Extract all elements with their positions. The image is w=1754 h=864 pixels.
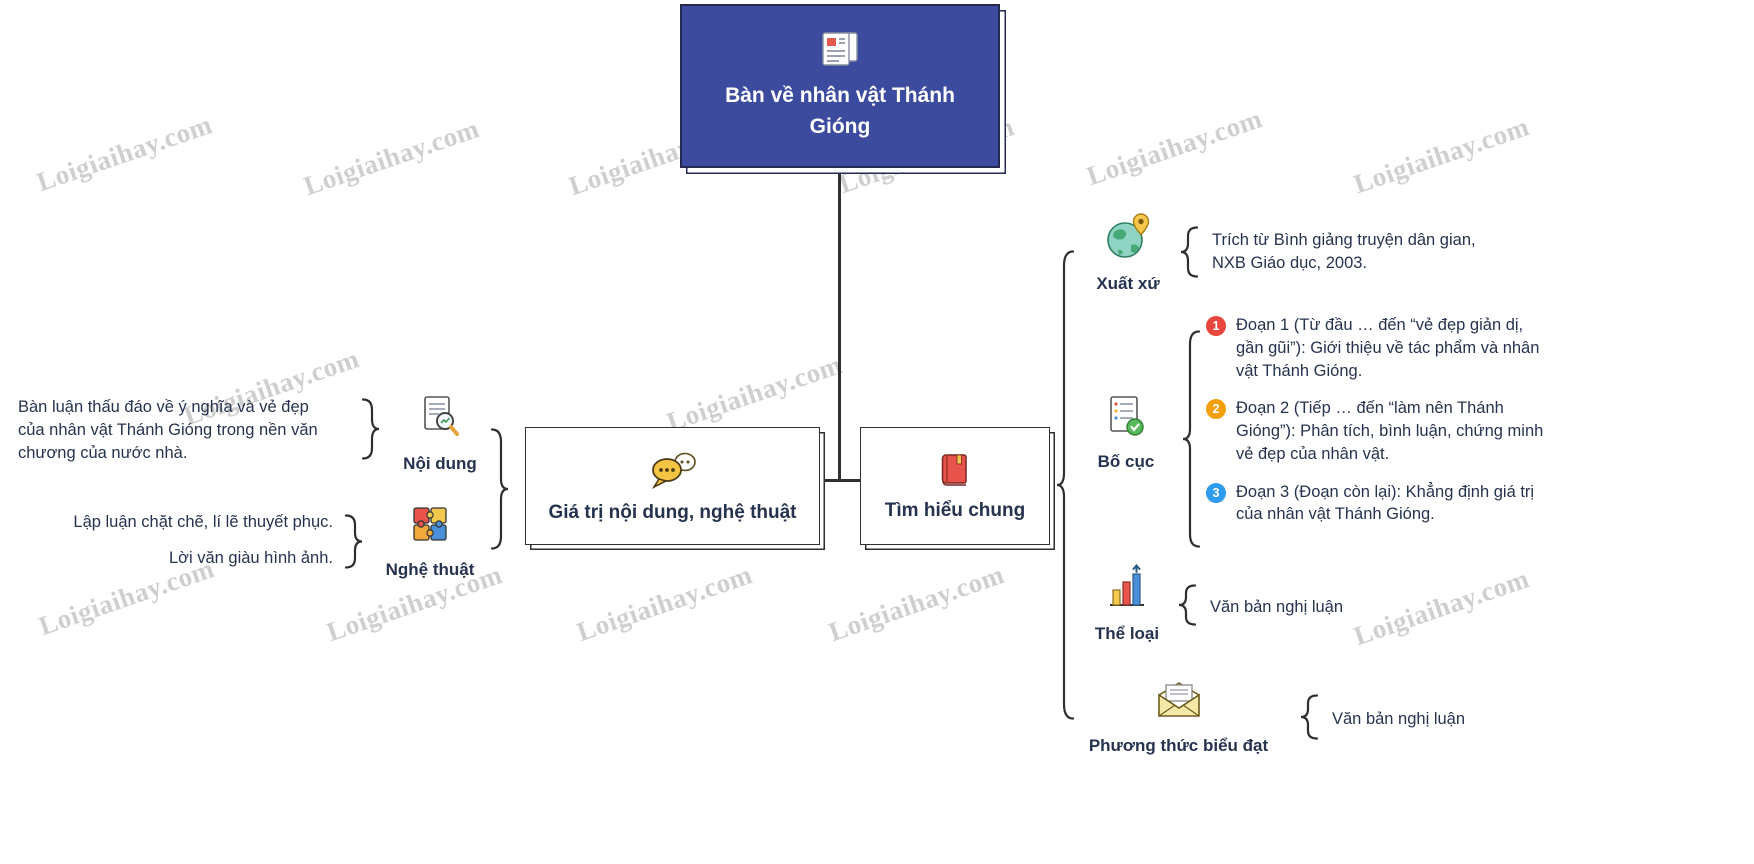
brace-phuong-thuc [1300, 694, 1319, 740]
the-loai-node: Thể loại [1088, 563, 1166, 644]
book-icon [936, 451, 974, 494]
root-title: Bàn về nhân vật Thánh Gióng [725, 84, 955, 138]
number-badge-1: 1 [1206, 316, 1226, 336]
brace-nghe-thuat [344, 514, 363, 569]
root-node: Bàn về nhân vật Thánh Gióng [680, 4, 1000, 168]
envelope-icon [1153, 678, 1205, 727]
watermark: Loigiaihay.com [824, 559, 1009, 648]
overview-box: Tìm hiểu chung [860, 427, 1050, 545]
nghe-thuat-item: Lập luận chặt chẽ, lí lẽ thuyết phục. [73, 513, 333, 531]
bo-cuc-node: Bố cục [1088, 394, 1164, 472]
document-search-icon [417, 394, 463, 445]
brace-the-loai [1178, 584, 1197, 626]
phuong-thuc-desc: Văn bản nghị luận [1332, 710, 1466, 728]
nghe-thuat-node: Nghệ thuật [378, 502, 482, 580]
number-badge-3: 3 [1206, 482, 1226, 503]
bo-cuc-item: 2 Đoạn 2 (Tiếp … đến “làm nên Thánh Gión… [1206, 397, 1551, 465]
watermark: Loigiaihay.com [299, 113, 484, 202]
bo-cuc-item: 1 Đoạn 1 (Từ đầu … đến “vẻ đẹp giản dị, … [1206, 314, 1551, 382]
noi-dung-label: Nội dung [403, 454, 477, 473]
checklist-icon [1106, 394, 1146, 443]
connector-horizontal [818, 479, 862, 482]
brace-values-group [490, 428, 509, 550]
watermark: Loigiaihay.com [1349, 111, 1534, 200]
globe-pin-icon [1104, 210, 1152, 265]
nghe-thuat-label: Nghệ thuật [385, 560, 475, 579]
bo-cuc-item-text: Đoạn 1 (Từ đầu … đến “vẻ đẹp giản dị, gầ… [1236, 316, 1540, 380]
watermark: Loigiaihay.com [32, 109, 217, 198]
values-box: Giá trị nội dung, nghệ thuật [525, 427, 820, 545]
noi-dung-node: Nội dung [396, 394, 484, 474]
bo-cuc-label: Bố cục [1097, 452, 1155, 471]
xuat-xu-desc: Trích từ Bình giảng truyện dân gian, NXB… [1212, 231, 1476, 272]
xuat-xu-node: Xuất xứ [1086, 210, 1170, 294]
watermark: Loigiaihay.com [662, 349, 847, 438]
phuong-thuc-node: Phương thức biểu đạt [1076, 678, 1281, 756]
noi-dung-desc: Bàn luận thấu đáo về ý nghĩa và vẻ đẹp c… [18, 398, 318, 462]
brace-xuat-xu [1180, 226, 1199, 278]
bo-cuc-item-text: Đoạn 2 (Tiếp … đến “làm nên Thánh Gióng”… [1236, 399, 1544, 463]
number-badge-2: 2 [1206, 399, 1226, 420]
connector-vertical [838, 164, 841, 480]
bo-cuc-item-text: Đoạn 3 (Đoạn còn lại): Khẳng định giá tr… [1236, 482, 1535, 524]
brace-noi-dung [361, 398, 380, 460]
phuong-thuc-label: Phương thức biểu đạt [1088, 736, 1269, 755]
the-loai-label: Thể loại [1094, 624, 1160, 643]
the-loai-desc: Văn bản nghị luận [1210, 598, 1344, 616]
xuat-xu-label: Xuất xứ [1096, 274, 1160, 293]
puzzle-icon [408, 502, 452, 551]
brace-bo-cuc [1182, 330, 1201, 548]
watermark: Loigiaihay.com [572, 559, 757, 648]
bo-cuc-items: 1 Đoạn 1 (Từ đầu … đến “vẻ đẹp giản dị, … [1206, 314, 1551, 526]
nghe-thuat-item: Lời văn giàu hình ảnh. [168, 548, 333, 567]
values-box-label: Giá trị nội dung, nghệ thuật [548, 501, 797, 523]
newspaper-icon [817, 30, 863, 73]
brace-overview-group [1056, 250, 1075, 720]
nghe-thuat-items: Lập luận chặt chẽ, lí lẽ thuyết phục. Lờ… [18, 511, 333, 570]
watermark: Loigiaihay.com [1082, 103, 1267, 192]
bar-chart-icon [1106, 563, 1148, 615]
overview-box-label: Tìm hiểu chung [884, 499, 1026, 521]
bo-cuc-item: 3 Đoạn 3 (Đoạn còn lại): Khẳng định giá … [1206, 481, 1551, 527]
chat-bubbles-icon [647, 449, 699, 496]
